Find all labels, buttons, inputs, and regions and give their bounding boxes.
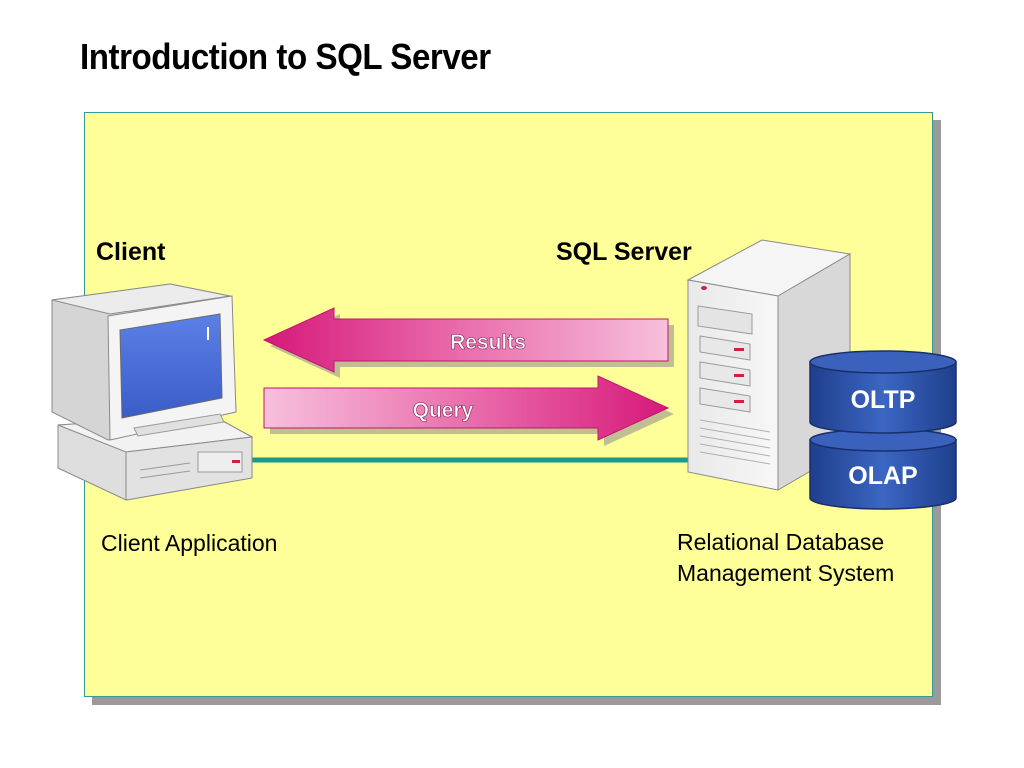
client-heading: Client bbox=[96, 238, 166, 266]
server-heading: SQL Server bbox=[556, 238, 692, 266]
results-label: Results bbox=[450, 331, 526, 354]
olap-label: OLAP bbox=[848, 462, 917, 490]
results-arrow: Results bbox=[262, 307, 674, 378]
query-arrow: Query bbox=[263, 375, 674, 446]
desktop-computer-icon bbox=[51, 283, 254, 501]
oltp-label: OLTP bbox=[851, 386, 916, 414]
server-caption-line1: Relational Database bbox=[677, 529, 885, 555]
client-caption: Client Application bbox=[101, 530, 278, 556]
olap-database-icon: OLAP bbox=[809, 428, 957, 510]
query-label: Query bbox=[413, 399, 474, 422]
slide-title: Introduction to SQL Server bbox=[80, 36, 491, 77]
oltp-database-icon: OLTP bbox=[809, 350, 957, 434]
server-caption-line2: Management System bbox=[677, 560, 895, 586]
